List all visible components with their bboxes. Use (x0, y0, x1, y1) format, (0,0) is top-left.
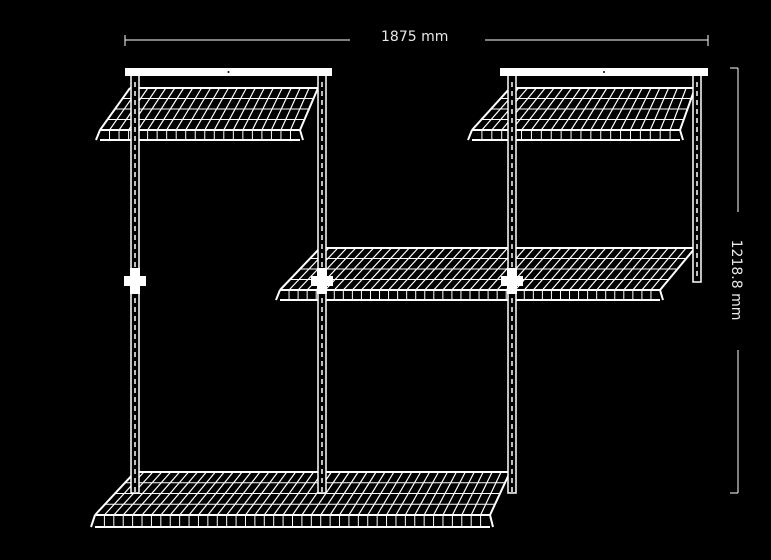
rail-screw (227, 71, 230, 73)
standard-connector (124, 268, 146, 294)
wire-shelf (275, 247, 696, 301)
connector-plate (317, 268, 327, 294)
standard-connector (311, 268, 333, 294)
shelf-side (275, 289, 281, 301)
top-hang-rail (125, 68, 332, 76)
shelf-side (659, 289, 664, 301)
wire-shelf (90, 471, 511, 528)
connector-plate (507, 268, 517, 294)
standard-body (692, 73, 702, 283)
shelf-side (90, 514, 96, 528)
shelf-side (95, 129, 101, 141)
shelf-side (489, 514, 494, 528)
wire-shelf (467, 87, 696, 141)
vertical-standard (692, 73, 702, 283)
dimension-lines (124, 35, 739, 494)
shelf-side (467, 129, 473, 141)
shelf-side (679, 129, 684, 141)
standard-connector (501, 268, 523, 294)
rail-screw (603, 71, 605, 73)
shelf-side (299, 129, 304, 141)
top-hang-rail (500, 68, 708, 76)
width-dimension-label: 1875 mm (381, 29, 449, 45)
wire-shelf (95, 87, 319, 141)
height-dimension-label: 1218.8 mm (728, 239, 744, 321)
connector-plate (130, 268, 140, 294)
